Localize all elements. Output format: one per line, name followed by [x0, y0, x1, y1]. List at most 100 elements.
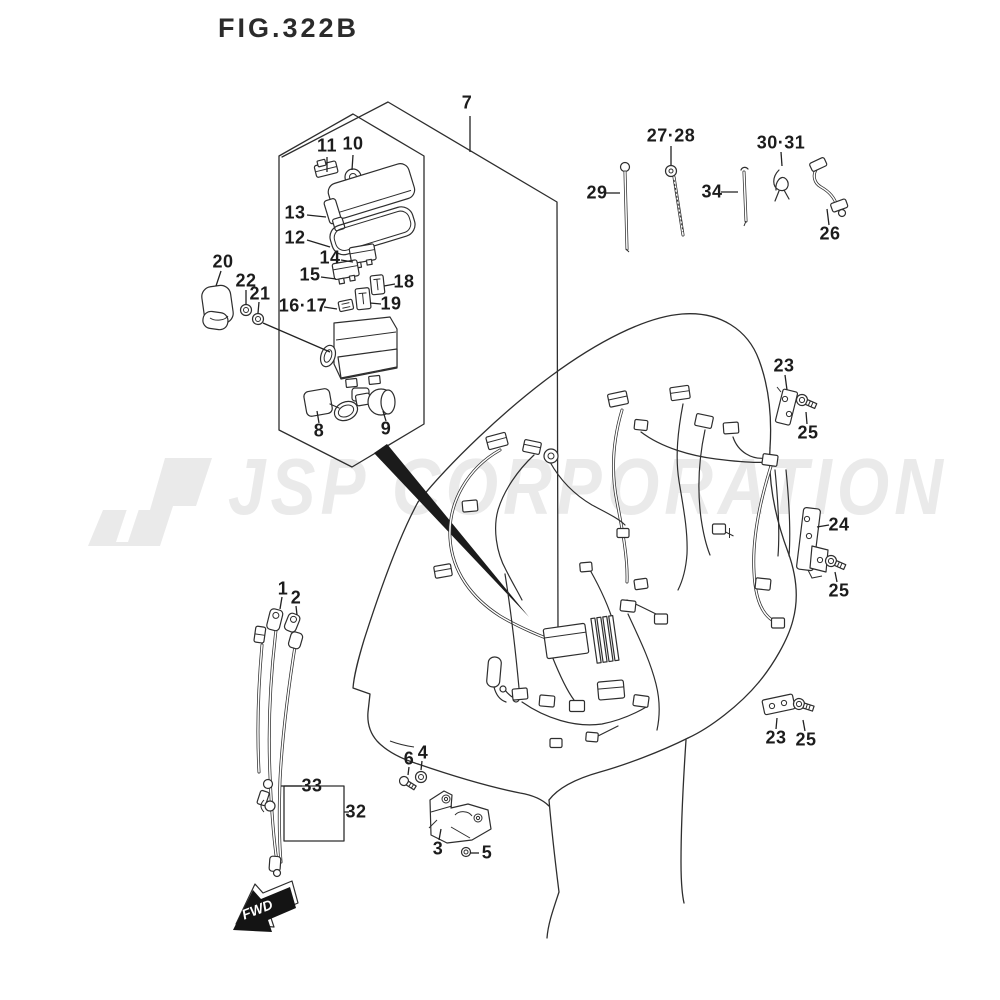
leader-line: [320, 276, 337, 280]
part-13-drawing: [323, 163, 416, 232]
locator-wedge: [374, 444, 529, 617]
part-label-5: 5: [481, 842, 493, 863]
fwd-arrow-icon: FWD: [233, 880, 299, 932]
fuse-box-inset: [278, 113, 425, 468]
part-label-11: 11: [316, 135, 338, 156]
part-label-10: 10: [342, 133, 364, 154]
battery-cables-drawing: [253, 608, 304, 878]
part-label-7: 7: [461, 92, 473, 113]
leader-line: [306, 239, 331, 248]
part-24-drawing: [796, 506, 829, 579]
part-label-21: 21: [249, 283, 271, 304]
part-15-drawing: [331, 259, 360, 285]
leader-line: [382, 410, 387, 422]
watermark-logo-icon: [88, 458, 212, 546]
watermark: JSP CORPORATION: [88, 442, 948, 546]
part-5-drawing: [460, 846, 472, 858]
leader-line: [215, 270, 222, 287]
part-29-drawing: [619, 161, 631, 253]
part-25-lower-drawing: [792, 697, 815, 712]
part-label-13: 13: [284, 202, 306, 223]
part-3-drawing: [428, 790, 492, 844]
harness-plane-outline: [281, 101, 559, 633]
part-label-25: 25: [828, 580, 850, 601]
leader-line: [323, 306, 338, 310]
part-label-22: 22: [235, 270, 257, 291]
part-9-drawing: [354, 388, 396, 416]
part-label-24: 24: [828, 514, 850, 535]
leader-line: [279, 596, 283, 610]
part-34-drawing: [740, 166, 749, 227]
part-label-14: 14: [319, 247, 341, 268]
part-32-box: [283, 785, 345, 842]
part-22-drawing: [239, 303, 253, 317]
part-label-29: 29: [586, 182, 608, 203]
leader-line: [816, 524, 830, 528]
leader-line: [805, 411, 808, 425]
part-27-28-drawing: [664, 164, 685, 237]
part-11-drawing: [313, 158, 339, 178]
leader-line: [780, 151, 783, 167]
watermark-text: JSP CORPORATION: [228, 442, 948, 531]
part-label-34: 34: [701, 181, 723, 202]
part-label-2: 2: [290, 587, 302, 608]
part-label-32: 32: [345, 801, 367, 822]
leader-line: [306, 214, 327, 218]
part-14-drawing: [348, 243, 377, 269]
part-30-31-drawing: [773, 169, 790, 202]
part-4-drawing: [414, 770, 428, 784]
part-16-17-drawing: [337, 298, 355, 313]
part-label-12: 12: [284, 227, 306, 248]
part-label-26: 26: [819, 223, 841, 244]
wiring-harness-drawing: [433, 384, 791, 749]
part-label-16-17: 16·17: [278, 295, 328, 316]
part-label-30-31: 30·31: [756, 132, 806, 153]
fuse-box-body-drawing: [319, 316, 398, 402]
part-19-drawing: [354, 287, 372, 311]
part-23-upper-drawing: [774, 386, 799, 426]
part-label-18: 18: [393, 271, 415, 292]
leader-line: [257, 301, 260, 314]
part-label-25: 25: [797, 422, 819, 443]
part-20-drawing: [201, 284, 234, 331]
part-6-drawing: [398, 775, 417, 791]
part-label-23: 23: [765, 727, 787, 748]
part-label-23: 23: [773, 355, 795, 376]
part-26-drawing: [809, 157, 849, 218]
leader-line: [369, 302, 382, 305]
leader-line: [340, 259, 354, 263]
leader-line: [295, 605, 298, 616]
part-label-6: 6: [403, 748, 415, 769]
part-25-upper-drawing: [795, 393, 818, 410]
part-label-19: 19: [380, 293, 402, 314]
leader-line: [351, 154, 354, 171]
leader-line: [784, 374, 788, 391]
part-label-15: 15: [299, 264, 321, 285]
part-label-25: 25: [795, 729, 817, 750]
part-label-4: 4: [417, 742, 429, 763]
part-21-drawing: [251, 312, 331, 353]
part-25-mid-drawing: [824, 554, 847, 571]
leader-line: [802, 719, 806, 732]
leader-line: [420, 760, 423, 771]
part-label-20: 20: [212, 251, 234, 272]
leader-line: [438, 828, 442, 841]
part-label-33: 33: [301, 775, 323, 796]
leader-lines: [215, 116, 838, 854]
leader-line: [407, 766, 410, 776]
part-8-drawing: [303, 388, 359, 422]
figure-title: FIG.322B: [218, 13, 360, 43]
part-label-1: 1: [277, 578, 289, 599]
leader-line: [775, 717, 778, 730]
leader-line: [834, 571, 838, 583]
leader-line: [383, 283, 396, 287]
part-label-3: 3: [432, 838, 444, 859]
part-label-8: 8: [313, 420, 325, 441]
leader-line: [826, 208, 830, 226]
part-18-drawing: [369, 274, 386, 296]
part-23-lower-drawing: [761, 693, 796, 716]
leader-line: [316, 410, 320, 424]
part-label-9: 9: [380, 418, 392, 439]
